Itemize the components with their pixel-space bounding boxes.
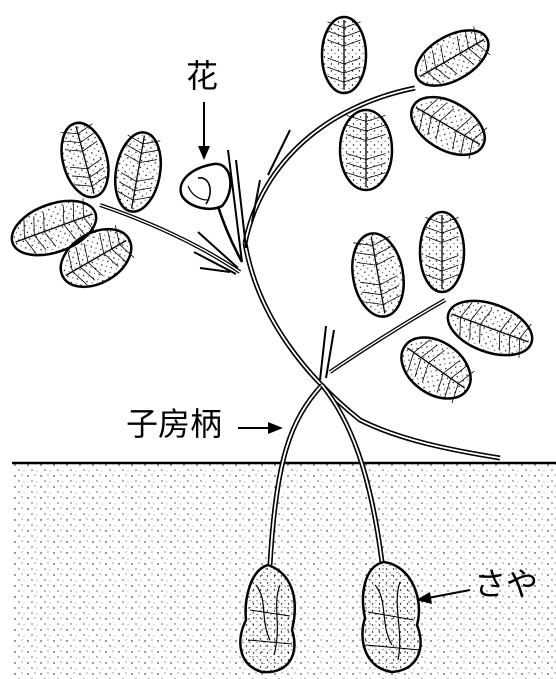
gynophore-arrow [238, 422, 283, 434]
leaflet [401, 85, 494, 167]
flower-arrow [198, 102, 210, 160]
leaflet [340, 110, 392, 190]
leaflet [346, 229, 410, 320]
flower-label: 花 [186, 60, 218, 92]
pod-label: さや [474, 568, 538, 600]
leaflet [420, 212, 464, 292]
flower [181, 164, 231, 209]
leaflets [4, 17, 539, 411]
leaflet [322, 17, 366, 93]
leaflet [109, 129, 166, 215]
leaflet [54, 118, 116, 203]
gynophore-label: 子房柄 [126, 408, 222, 440]
leaflet [406, 19, 497, 97]
